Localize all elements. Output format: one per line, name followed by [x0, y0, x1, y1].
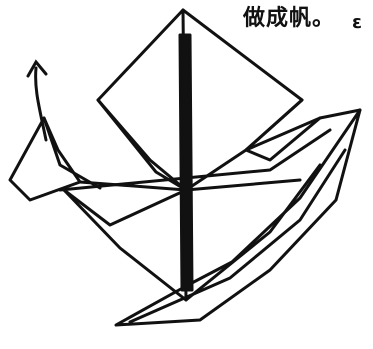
instruction-caption: 做成帆。 [243, 6, 335, 32]
boat-hull [116, 110, 360, 325]
mast-dark-fold [180, 35, 192, 290]
inner-fold-left [64, 100, 186, 225]
left-sail-fold [44, 118, 100, 188]
caption-tail-glyph: ɛ [352, 12, 362, 33]
diamond-outline [98, 10, 302, 190]
right-triangle-fold [246, 110, 360, 150]
inner-fold-right [246, 100, 320, 160]
